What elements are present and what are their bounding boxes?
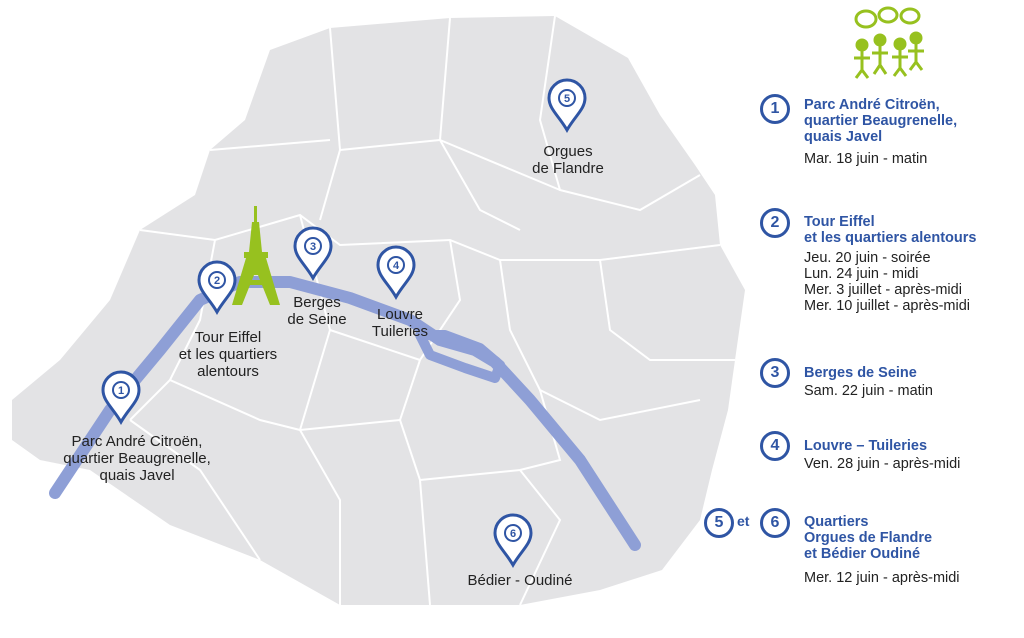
legend-dates: Sam. 22 juin - matin	[804, 383, 933, 399]
legend-title: Parc André Citroën, quartier Beaugrenell…	[804, 97, 958, 145]
eiffel-tower-icon	[232, 206, 280, 305]
legend-dates: Ven. 28 juin - après-midi	[804, 456, 961, 472]
pin-ring	[208, 271, 226, 289]
pin-ring	[304, 237, 322, 255]
legend-dates: Mar. 18 juin - matin	[804, 151, 928, 167]
pin-number: 2	[214, 275, 220, 287]
legend-title: Berges de Seine	[804, 365, 917, 381]
pin-ring	[112, 381, 130, 399]
badge-5: 5	[704, 508, 734, 538]
pin-number: 4	[393, 260, 400, 272]
legend-dates: Mer. 12 juin - après-midi	[804, 570, 960, 586]
map-label-4: Louvre Tuileries	[371, 306, 429, 340]
seine-island-loop	[415, 330, 505, 383]
legend-joiner: et	[737, 513, 750, 529]
map-label-5: Orgues de Flandre	[532, 143, 604, 177]
pin-ring	[387, 256, 405, 274]
map-label-6: Bédier - Oudiné	[467, 572, 573, 589]
badge-1: 1	[760, 94, 790, 124]
badge-6: 6	[760, 508, 790, 538]
map-label-1: Parc André Citroën, quartier Beaugrenell…	[63, 433, 211, 484]
map-pin-3[interactable]: 3	[293, 226, 333, 282]
map-pin-2[interactable]: 2	[197, 260, 237, 316]
badge-4: 4	[760, 431, 790, 461]
badge-2: 2	[760, 208, 790, 238]
map-pin-4[interactable]: 4	[376, 245, 416, 301]
people-talking-icon	[854, 6, 924, 79]
legend: 1 Parc André Citroën, quartier Beaugrene…	[704, 0, 1024, 638]
pin-number: 5	[564, 93, 570, 105]
map-label-3: Berges de Seine	[287, 294, 347, 328]
pin-number: 3	[310, 241, 316, 253]
pin-ring	[558, 89, 576, 107]
map-label-2: Tour Eiffel et les quartiers alentours	[178, 329, 278, 380]
map-pin-5[interactable]: 5	[547, 78, 587, 134]
legend-dates: Jeu. 20 juin - soirée Lun. 24 juin - mid…	[804, 250, 970, 314]
map-pin-6[interactable]: 6	[493, 513, 533, 569]
legend-title: Tour Eiffel et les quartiers alentours	[804, 214, 977, 246]
legend-title: Louvre – Tuileries	[804, 438, 928, 454]
pin-number: 6	[510, 528, 516, 540]
pin-ring	[504, 524, 522, 542]
legend-title: Quartiers Orgues de Flandre et Bédier Ou…	[804, 514, 933, 562]
seine-river	[49, 276, 641, 551]
map-pin-1[interactable]: 1	[101, 370, 141, 426]
arrondissement-borders	[129, 15, 735, 606]
badge-3: 3	[760, 358, 790, 388]
pin-number: 1	[118, 385, 124, 397]
